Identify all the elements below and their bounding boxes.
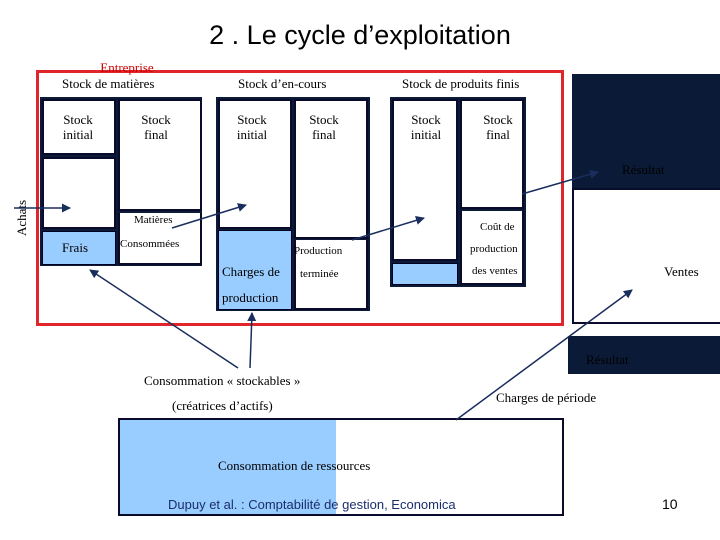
matieres-stock-final-label: Stock final (141, 112, 171, 142)
en-cours-final-box (294, 99, 368, 239)
produits-finis-initial-box (392, 99, 458, 261)
charges-de-label: Charges de (222, 264, 280, 279)
resultat-top-area (572, 188, 720, 324)
stock-produits-finis-header: Stock de produits finis (402, 76, 520, 91)
cout-de-label: Coût de (480, 221, 515, 233)
stockables-to-charges-arrow (247, 312, 257, 369)
stockables-to-frais-arrow (89, 269, 239, 369)
consommees-label: Consommées (120, 238, 180, 250)
matieres-consommees-arrow (171, 203, 247, 229)
footer-citation: Dupuy et al. : Comptabilité de gestion, … (168, 497, 456, 512)
resultat-bottom-block (568, 336, 720, 374)
entreprise-frame (36, 70, 564, 326)
page-number: 10 (662, 496, 678, 512)
consommation-stockables-label: Consommation « stockables » (144, 373, 301, 388)
matieres-achats-box (42, 157, 116, 229)
production-terminee-label-2: terminée (300, 268, 339, 280)
matieres-initial-box (42, 99, 116, 155)
stock-matieres-header: Stock de matières (62, 76, 155, 91)
produits-finis-stock-final-label: Stock final (483, 112, 513, 142)
production-label: production (222, 290, 279, 305)
matieres-stock-initial-label: Stock initial (62, 112, 94, 142)
matieres-final-box (118, 99, 202, 211)
matieres-label: Matières (134, 214, 173, 226)
frais-label: Frais (62, 240, 88, 255)
cout-production-vendus-box (392, 263, 458, 285)
frais-box (42, 231, 116, 265)
production-terminee-box (294, 240, 368, 310)
cout-des-ventes-arrow (521, 169, 599, 195)
resultat-top-label: Résultat (622, 162, 665, 177)
production-terminee-arrow (351, 216, 425, 241)
cout-des-ventes-box (460, 211, 524, 285)
en-cours-stock-final-label: Stock final (309, 112, 339, 142)
creatrices-actifs-label: (créatrices d’actifs) (172, 398, 273, 413)
en-cours-stock-initial-label: Stock initial (236, 112, 268, 142)
ventes-label: Ventes (664, 264, 699, 279)
page-title: 2 . Le cycle d’exploitation (209, 20, 511, 50)
consommation-ressources-label: Consommation de ressources (218, 458, 371, 473)
entreprise-label: Entreprise (100, 60, 154, 75)
produits-finis-stock-initial-label: Stock initial (410, 112, 442, 142)
resultat-bottom-label: Résultat (586, 352, 629, 367)
cout-des-ventes-label: des ventes (472, 265, 518, 277)
charges-periode-label: Charges de période (496, 390, 597, 405)
produits-finis-final-box (460, 99, 524, 209)
stock-en-cours-header: Stock d’en-cours (238, 76, 327, 91)
resultat-top-block (572, 74, 720, 188)
production-terminee-label-1: Production (294, 245, 343, 257)
charges-periode-arrow (455, 289, 633, 421)
matieres-consommees-box (118, 213, 202, 265)
en-cours-initial-box (218, 99, 292, 229)
consommation-stockables-band (120, 420, 336, 514)
cout-production-label: production (470, 243, 518, 255)
charges-de-production-box (218, 230, 292, 310)
